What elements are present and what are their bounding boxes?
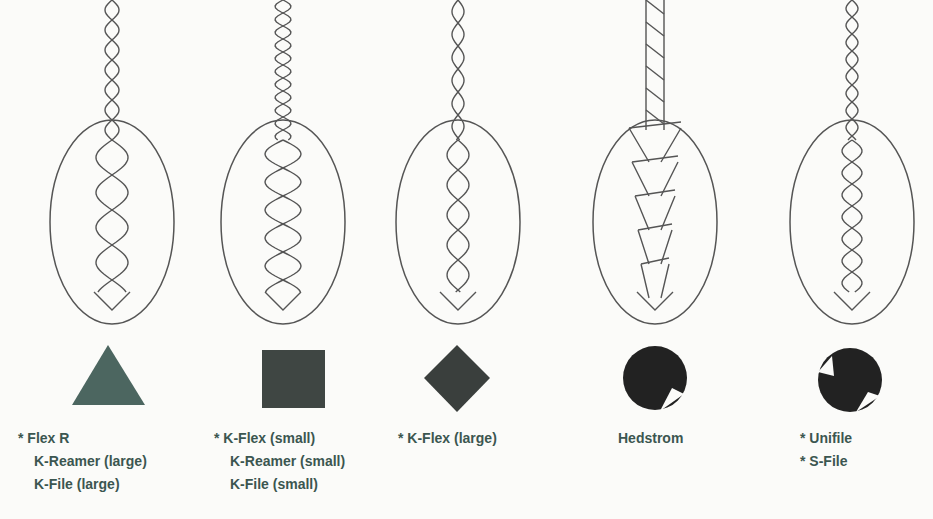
shank <box>646 0 664 130</box>
rhombus-cross-section <box>424 345 490 412</box>
flute-edge <box>275 0 291 140</box>
file-tip <box>637 292 673 310</box>
file-type-label: Hedstrom <box>618 430 683 446</box>
flute-edge <box>447 140 469 292</box>
flute-edge <box>646 44 664 58</box>
file-tip <box>834 292 870 310</box>
file-tip <box>440 292 476 310</box>
magnifier-ellipse <box>593 120 717 324</box>
file-type-label: * S-File <box>800 453 847 469</box>
flute-edge <box>447 140 469 292</box>
file-tip <box>94 292 130 310</box>
flute-edge <box>646 22 664 36</box>
flute-edge <box>846 0 858 140</box>
flute-edge <box>646 88 664 102</box>
flute-edge <box>265 140 301 292</box>
flute-edge <box>275 0 291 140</box>
magnifier-ellipse <box>790 120 914 324</box>
file-type-label: * Unifile <box>800 430 852 446</box>
file-type-label: K-File (small) <box>230 476 318 492</box>
hedstrom-cross-section <box>623 346 687 411</box>
flute-edge <box>646 0 664 14</box>
file-type-label: * Flex R <box>18 430 69 446</box>
flute-edge <box>96 140 128 292</box>
file-type-label: K-Reamer (large) <box>34 453 147 469</box>
square-cross-section <box>262 350 325 408</box>
flute-edge <box>105 0 119 140</box>
file-tip <box>265 292 301 310</box>
flute-edge <box>842 140 862 292</box>
flute-edge <box>452 0 464 140</box>
flute-edge <box>646 66 664 80</box>
flute-edge <box>646 110 664 124</box>
magnifier-ellipse <box>221 120 345 324</box>
file-type-label: K-Reamer (small) <box>230 453 345 469</box>
flute-edge <box>105 0 119 140</box>
file-type-label: * K-Flex (small) <box>214 430 315 446</box>
s-file-cross-section <box>818 348 882 412</box>
flute-edge <box>96 140 128 292</box>
flute-edge <box>842 140 862 292</box>
hedstrom-cone <box>641 258 669 298</box>
triangle-cross-section <box>72 345 145 405</box>
flute-edge <box>846 0 858 140</box>
magnifier-ellipse <box>396 120 520 324</box>
flute-edge <box>265 140 301 292</box>
flute-edge <box>452 0 464 140</box>
file-type-label: * K-Flex (large) <box>398 430 497 446</box>
file-type-label: K-File (large) <box>34 476 120 492</box>
magnifier-ellipse <box>50 120 174 324</box>
